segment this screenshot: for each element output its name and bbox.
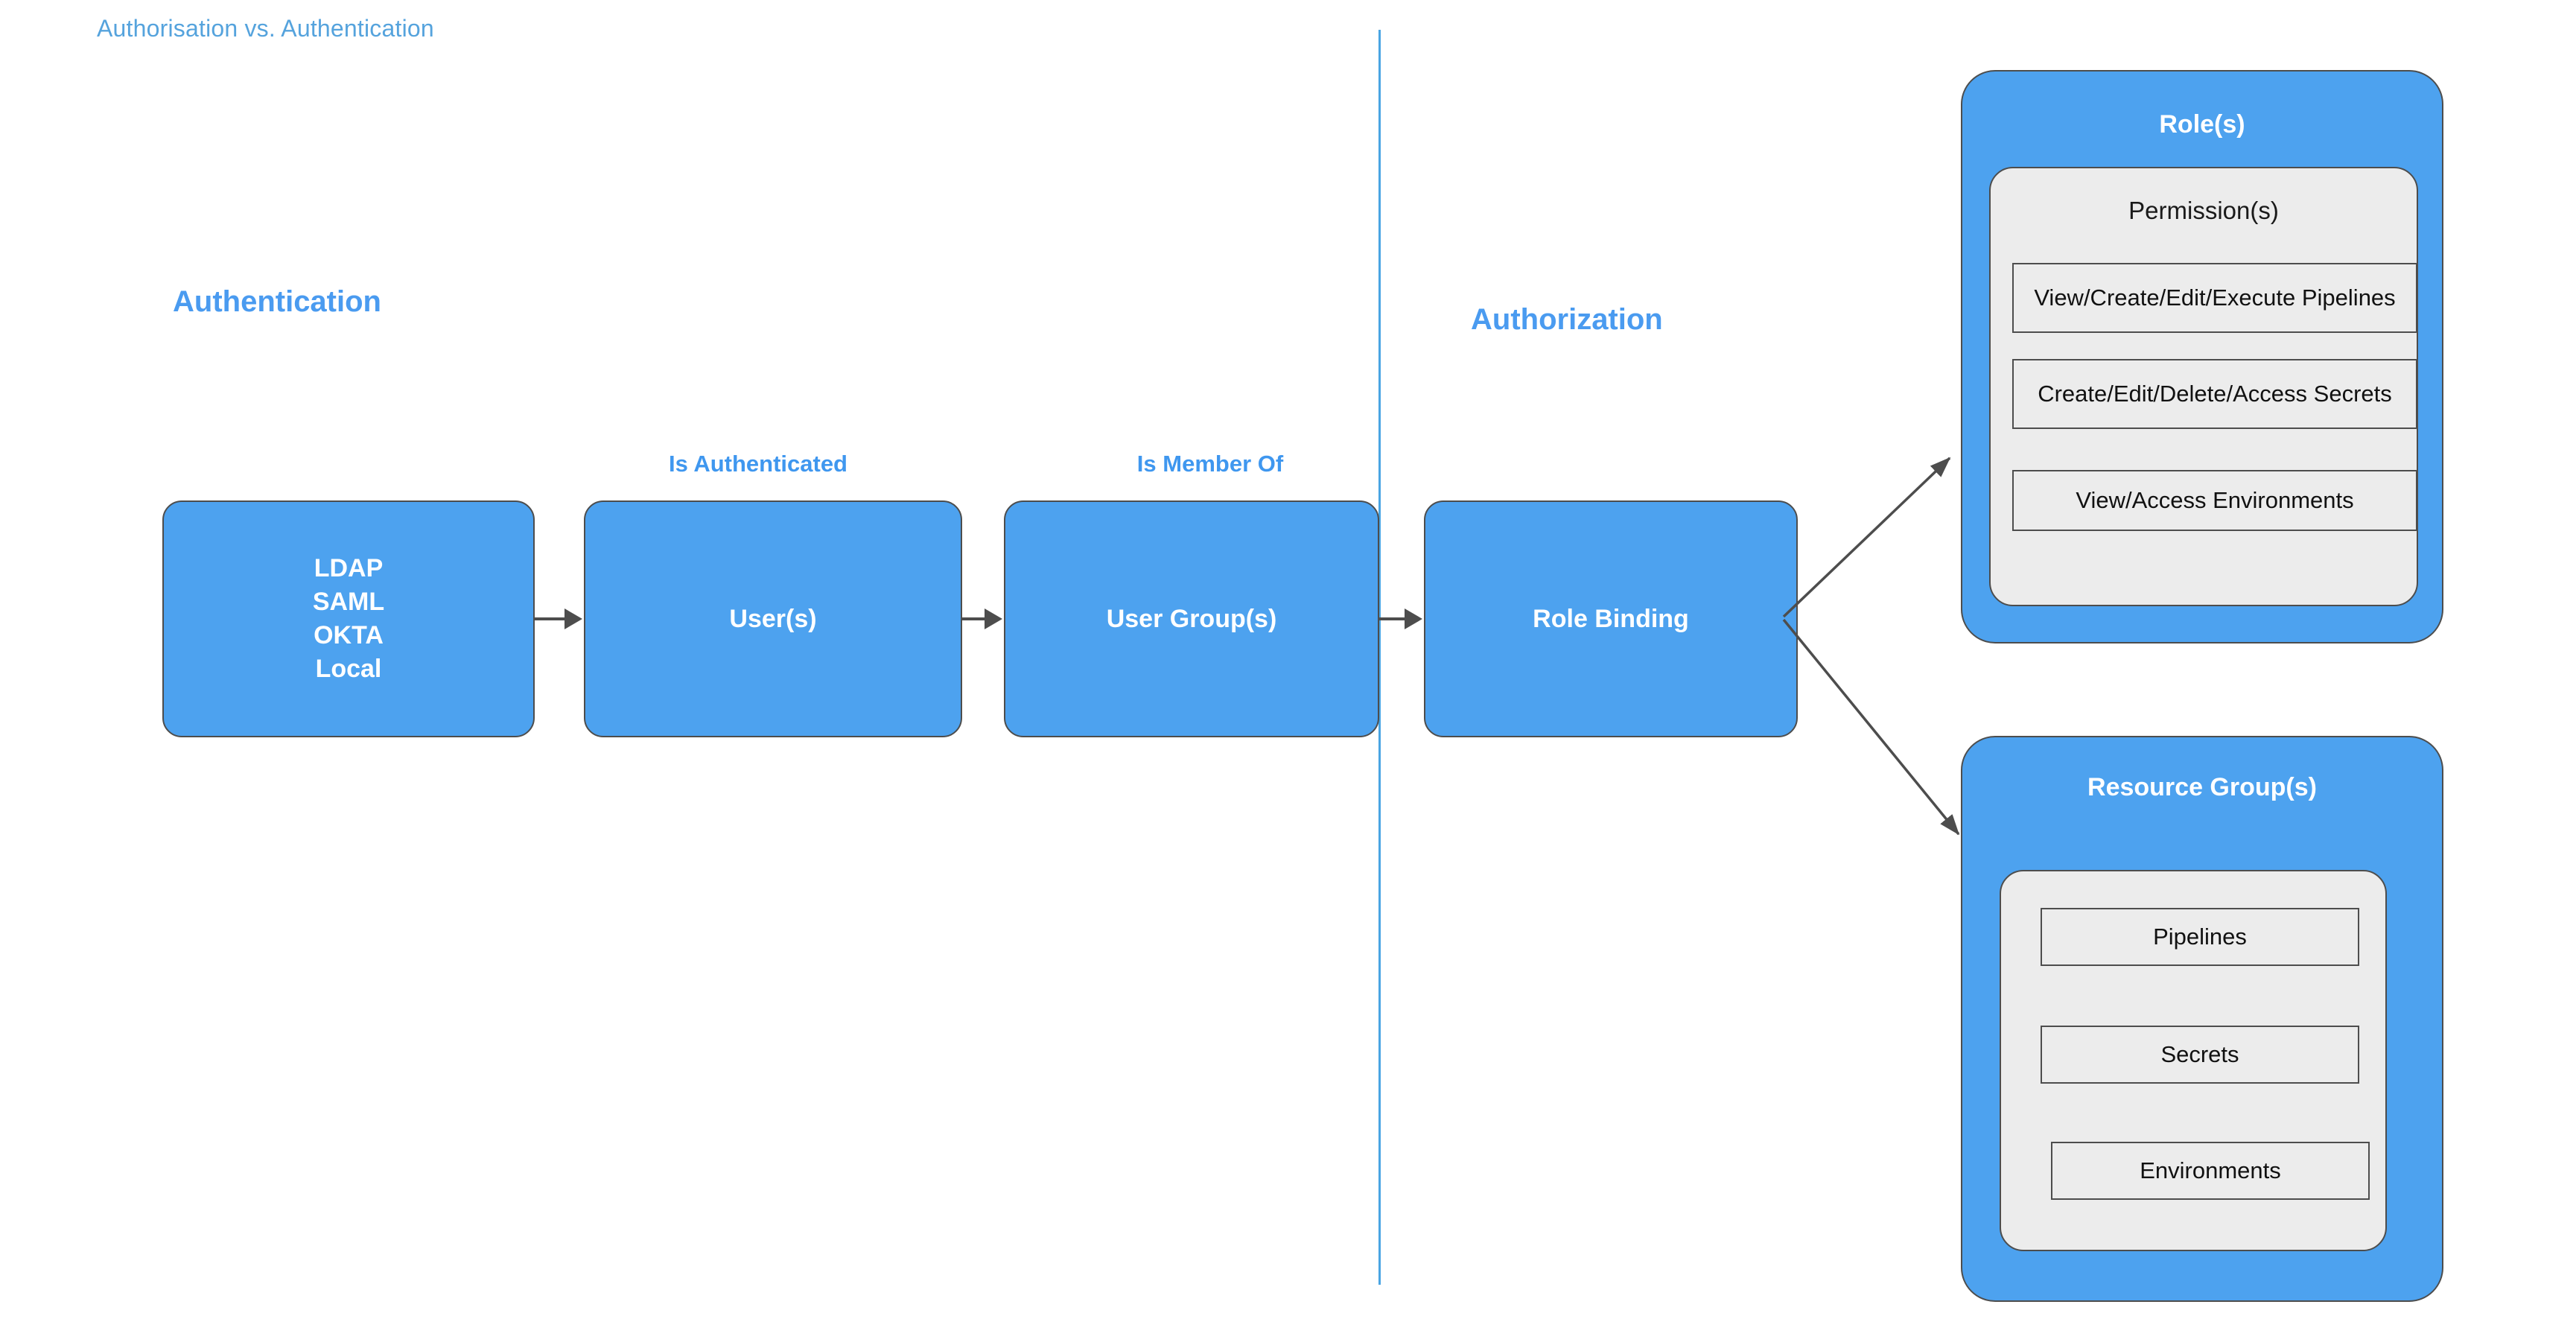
permission-item-pipelines[interactable]: View/Create/Edit/Execute Pipelines: [2012, 263, 2417, 333]
identity-provider-saml: SAML: [312, 588, 385, 617]
permission-item-environments[interactable]: View/Access Environments: [2012, 470, 2417, 531]
connector-line-users-to-groups: [962, 617, 986, 620]
arrowhead-icon-users-to-groups: [985, 608, 1002, 629]
permission-item-secrets[interactable]: Create/Edit/Delete/Access Secrets: [2012, 359, 2417, 429]
arrow-role-binding-to-resource-groups: [1782, 618, 1960, 836]
node-identity-providers[interactable]: LDAP SAML OKTA Local: [162, 500, 535, 737]
card-resource-groups[interactable]: Resource Group(s): [1961, 736, 2443, 1302]
identity-provider-list: LDAP SAML OKTA Local: [313, 552, 384, 686]
connector-line-groups-to-role-binding: [1379, 617, 1406, 620]
card-roles[interactable]: Role(s) Permission(s): [1961, 70, 2443, 643]
node-role-binding-label: Role Binding: [1533, 604, 1689, 633]
card-roles-title: Role(s): [2159, 110, 2245, 139]
diagram-title: Authorisation vs. Authentication: [97, 15, 434, 42]
identity-provider-ldap: LDAP: [314, 554, 384, 583]
branch-arrows: [1782, 457, 1960, 836]
card-resource-groups-title: Resource Group(s): [2087, 773, 2317, 801]
node-user-groups-label: User Group(s): [1106, 604, 1277, 633]
arrow-role-binding-to-roles: [1782, 457, 1951, 618]
node-role-binding[interactable]: Role Binding: [1424, 500, 1798, 737]
node-user-groups[interactable]: User Group(s): [1004, 500, 1379, 737]
section-divider-line: [1378, 30, 1381, 1285]
identity-provider-okta: OKTA: [314, 621, 384, 649]
section-heading-authentication: Authentication: [173, 285, 381, 318]
identity-provider-local: Local: [315, 654, 382, 683]
edge-label-is-authenticated: Is Authenticated: [669, 451, 847, 477]
node-users[interactable]: User(s): [584, 500, 962, 737]
edge-label-is-member-of: Is Member Of: [1136, 451, 1284, 477]
resource-item-pipelines[interactable]: Pipelines: [2041, 908, 2359, 966]
arrowhead-icon-providers-to-users: [565, 608, 582, 629]
panel-permissions-label: Permission(s): [2128, 197, 2279, 224]
section-heading-authorization: Authorization: [1471, 303, 1663, 336]
node-users-label: User(s): [729, 604, 817, 633]
resource-item-secrets[interactable]: Secrets: [2041, 1026, 2359, 1084]
arrowhead-icon-groups-to-role-binding: [1405, 608, 1422, 629]
resource-item-environments[interactable]: Environments: [2051, 1142, 2370, 1200]
connector-line-providers-to-users: [535, 617, 566, 620]
